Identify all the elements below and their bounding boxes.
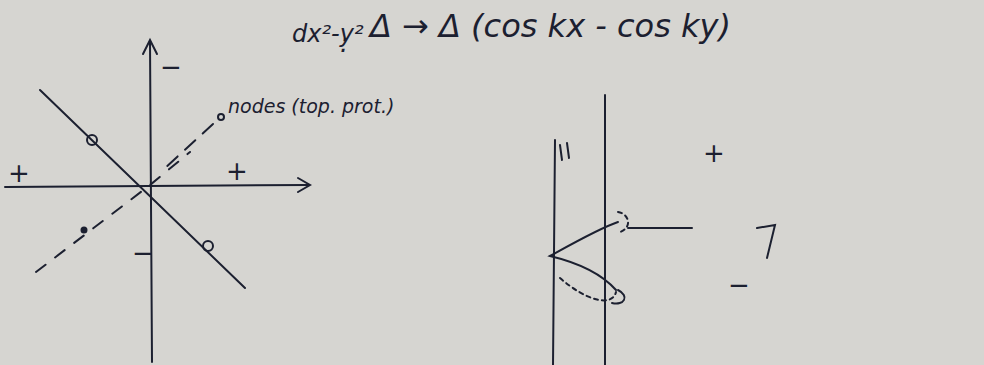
node-circle bbox=[203, 241, 213, 251]
sign-label: + bbox=[226, 158, 248, 184]
y-axis bbox=[150, 42, 152, 362]
loop-path bbox=[550, 222, 618, 290]
sign-label: + bbox=[8, 160, 30, 186]
level-line bbox=[628, 227, 692, 229]
node-circle bbox=[87, 135, 97, 145]
sign-label: − bbox=[728, 272, 750, 298]
bracket-mark bbox=[757, 225, 775, 258]
loop-end bbox=[618, 212, 628, 232]
boundary-line bbox=[604, 95, 606, 365]
orbital-label: dx²-y² bbox=[292, 22, 364, 46]
sign-label: − bbox=[160, 54, 182, 80]
loop-end bbox=[612, 290, 625, 304]
tick-mark bbox=[560, 143, 569, 160]
colon: : bbox=[340, 30, 349, 56]
x-axis-arrow bbox=[298, 178, 310, 192]
dashed-diagonal bbox=[36, 152, 190, 272]
x-axis bbox=[5, 185, 308, 187]
sign-label: + bbox=[703, 140, 725, 166]
loop-end bbox=[560, 278, 616, 300]
sign-label: − bbox=[132, 240, 154, 266]
node-dot bbox=[82, 228, 87, 233]
node-note: nodes (top. prot.) bbox=[228, 97, 394, 116]
leader-line bbox=[165, 124, 213, 168]
gap-formula: Δ → Δ (cos kx - cos ky) bbox=[370, 10, 731, 42]
node-line bbox=[40, 90, 245, 288]
y-axis-arrow bbox=[143, 40, 157, 54]
node-circle bbox=[218, 114, 224, 120]
